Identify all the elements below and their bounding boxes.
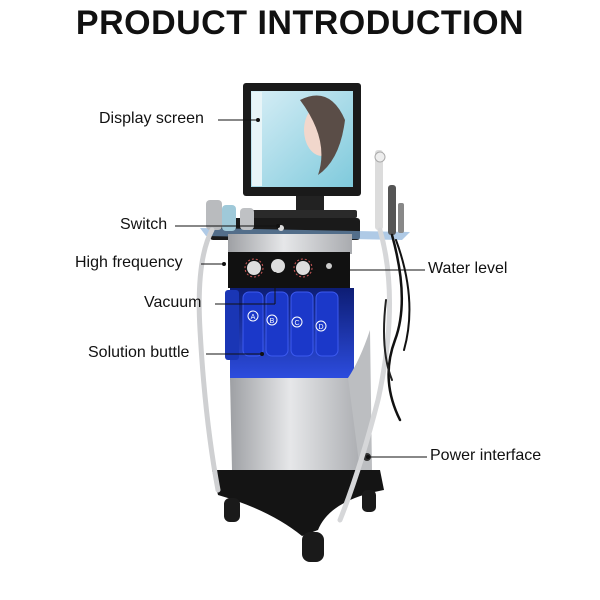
bottle-c: C <box>290 291 314 357</box>
cables <box>196 227 411 523</box>
callout-vacuum: Vacuum <box>144 294 202 311</box>
bottle-label-c: C <box>294 320 299 327</box>
display-screen-unit <box>243 83 361 218</box>
bottle-a: A <box>242 291 264 357</box>
callout-switch: Switch <box>120 216 168 233</box>
bottle-label-b: B <box>270 318 275 325</box>
bottle-label-d: D <box>318 324 323 331</box>
callout-power-interface: Power interface <box>430 447 542 464</box>
callout-dots <box>222 118 370 459</box>
callout-display-screen: Display screen <box>99 110 204 127</box>
callout-solution-buttle: Solution buttle <box>88 344 190 361</box>
page-title: PRODUCT INTRODUCTION <box>75 4 525 42</box>
bottle-b: B <box>265 291 289 357</box>
solution-tank: A B C D <box>225 288 354 380</box>
bottle-label-a: A <box>251 314 256 321</box>
top-shelf <box>200 150 410 254</box>
callout-water-level: Water level <box>428 260 508 277</box>
bottle-d: D <box>315 291 339 357</box>
base <box>212 470 384 562</box>
callout-lines <box>175 119 427 458</box>
callout-high-frequency: High frequency <box>75 254 183 271</box>
